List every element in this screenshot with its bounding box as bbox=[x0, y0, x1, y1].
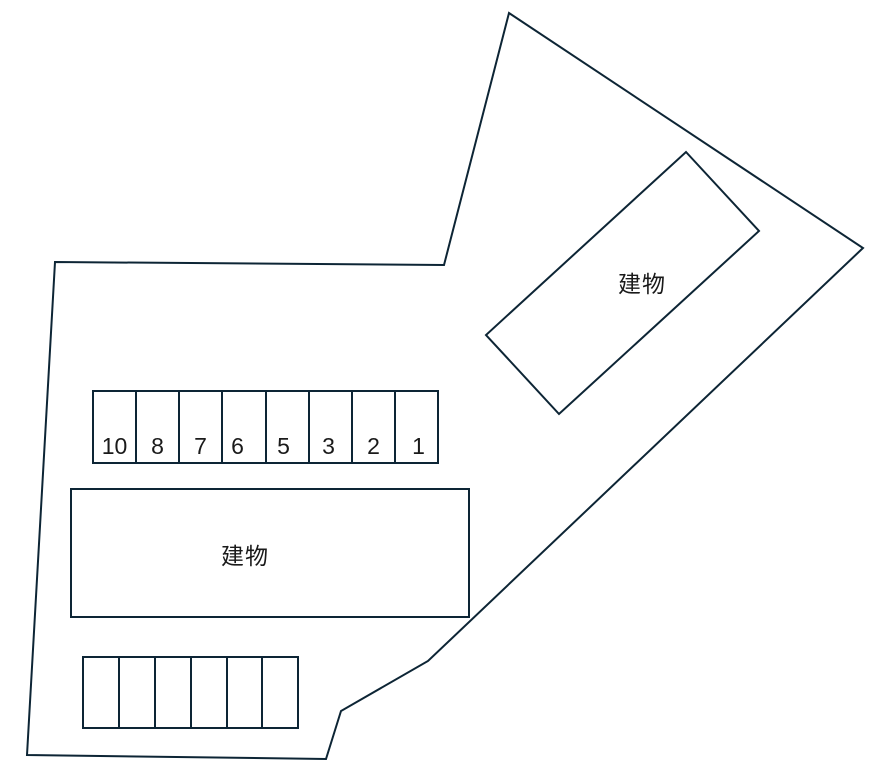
building-north-east-outline bbox=[484, 150, 761, 416]
parking-space-number: 6 bbox=[231, 433, 244, 459]
parking-space-number: 3 bbox=[322, 433, 335, 459]
lot-boundary bbox=[25, 11, 865, 761]
building-center-outline bbox=[70, 488, 470, 618]
parking-space-number: 7 bbox=[194, 433, 207, 459]
parking-row-bottom bbox=[82, 656, 299, 729]
building-center-label: 建物 bbox=[221, 544, 269, 570]
parking-space-number: 2 bbox=[367, 433, 380, 459]
parking-space-number: 1 bbox=[412, 433, 425, 459]
parking-space-number: 5 bbox=[277, 433, 290, 459]
parking-space-number: 10 bbox=[101, 433, 128, 459]
building-north-east-label: 建物 bbox=[618, 272, 666, 298]
parking-space-number: 8 bbox=[151, 433, 164, 459]
parking-row-top bbox=[92, 390, 439, 464]
